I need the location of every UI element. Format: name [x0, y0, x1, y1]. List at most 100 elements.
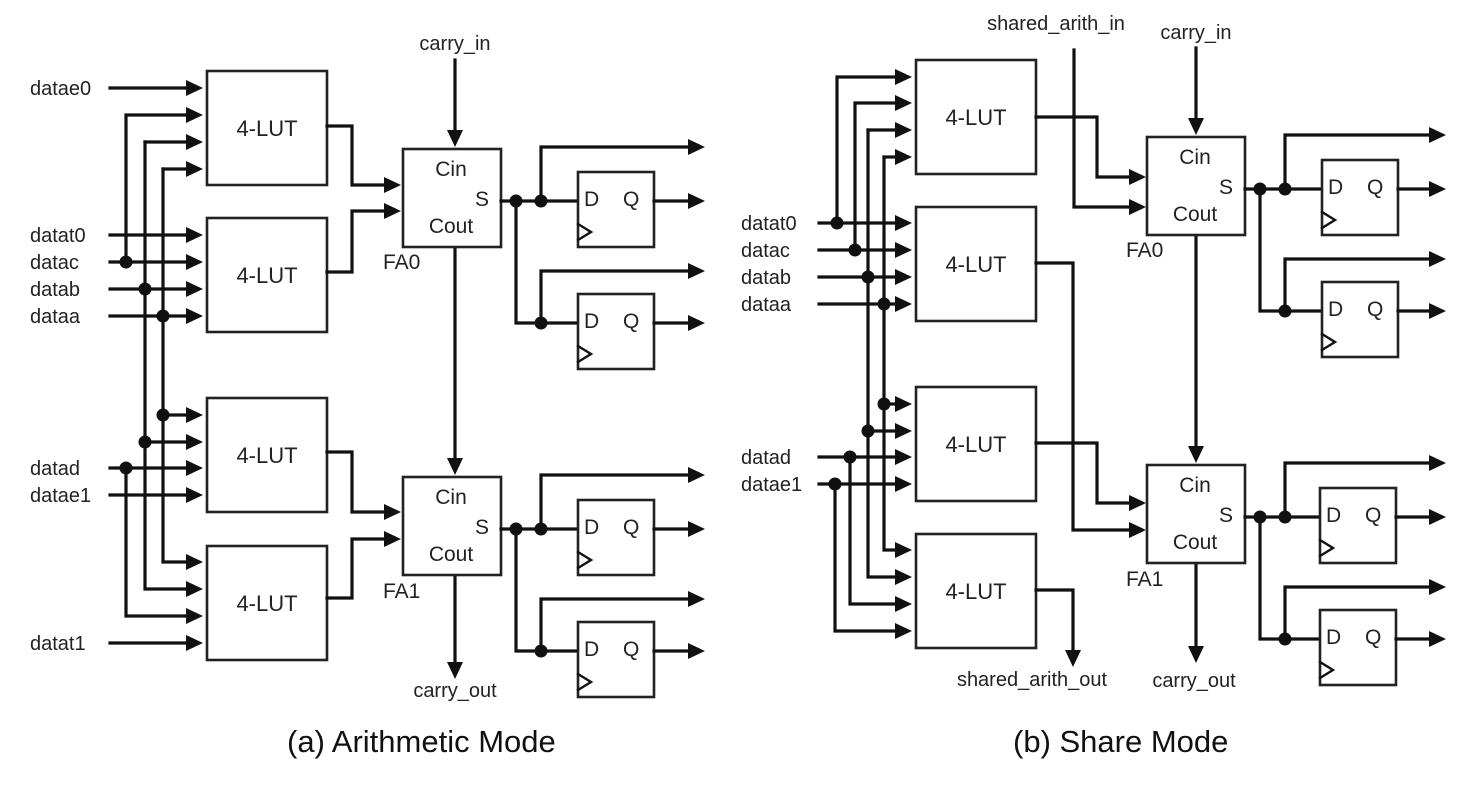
bus-dataa	[882, 155, 898, 552]
lut-output-wire	[1034, 441, 1132, 505]
arrow-right-icon	[895, 122, 912, 138]
arrow-down-icon	[1065, 650, 1081, 667]
output-arrow-icon	[688, 591, 705, 607]
lut-label: 4-LUT	[236, 263, 297, 288]
arrow-right-icon	[186, 635, 203, 651]
sum-bypass-wire	[1283, 461, 1432, 519]
output-arrow-icon	[1429, 631, 1446, 647]
arrow-down-icon	[447, 130, 463, 147]
flip-flop-box	[576, 170, 656, 249]
sum-branch-wire	[514, 199, 580, 325]
output-arrow-icon	[688, 467, 705, 483]
port-q-label: Q	[623, 638, 639, 661]
output-arrow-icon	[688, 315, 705, 331]
lut-4-box	[205, 69, 329, 187]
shared-arith-out-label: shared_arith_out	[957, 669, 1108, 691]
bus-datae1	[833, 482, 898, 633]
arrow-right-icon	[1129, 495, 1146, 511]
arrow-right-icon	[384, 203, 401, 219]
arrow-right-icon	[1129, 199, 1146, 215]
arrow-right-icon	[186, 487, 203, 503]
lut-4-box	[205, 216, 329, 334]
port-q-label: Q	[1367, 298, 1383, 321]
lut-4-box	[205, 544, 329, 662]
input-label-datat1: datat1	[30, 633, 86, 655]
input-label-datad: datad	[741, 447, 791, 469]
full-adder-box	[1145, 135, 1247, 237]
clock-triangle-icon	[1318, 660, 1336, 680]
flip-flop-box	[576, 292, 656, 371]
output-arrow-icon	[1429, 579, 1446, 595]
bus-datat0	[835, 75, 898, 225]
arrow-right-icon	[384, 531, 401, 547]
arrow-down-icon	[447, 458, 463, 475]
lut-label: 4-LUT	[236, 116, 297, 141]
input-label-datac: datac	[30, 252, 79, 274]
flip-flop-box	[1320, 158, 1400, 237]
port-sum-label: S	[1219, 504, 1233, 527]
lut-4-box	[205, 396, 329, 514]
arrow-right-icon	[1129, 169, 1146, 185]
full-adder-box	[401, 475, 503, 577]
output-arrow-icon	[688, 193, 705, 209]
sum-branch-wire	[1258, 187, 1324, 313]
shared-arith-in-label: shared_arith_in	[987, 13, 1125, 35]
carry-out-label: carry_out	[413, 680, 497, 702]
sum-bypass-wire	[539, 145, 691, 203]
output-arrow-icon	[688, 521, 705, 537]
arrow-right-icon	[895, 69, 912, 85]
adder-name-label: FA1	[1126, 568, 1163, 591]
arrow-down-icon	[1188, 118, 1204, 135]
input-label-datae1: datae1	[741, 474, 802, 496]
full-adder-box	[1145, 463, 1247, 565]
port-q-label: Q	[623, 310, 639, 333]
port-sum-label: S	[1219, 176, 1233, 199]
arrow-right-icon	[186, 581, 203, 597]
port-cin-label: Cin	[1179, 146, 1211, 169]
input-label-datat0: datat0	[741, 213, 797, 235]
arrow-right-icon	[895, 569, 912, 585]
port-cout-label: Cout	[1173, 203, 1218, 226]
bus-datac	[853, 101, 898, 252]
arrow-right-icon	[186, 460, 203, 476]
arrow-right-icon	[895, 423, 912, 439]
arrow-right-icon	[186, 227, 203, 243]
port-d-label: D	[584, 516, 599, 539]
clock-triangle-icon	[1318, 538, 1336, 558]
arrow-right-icon	[895, 95, 912, 111]
flip-flop-box	[576, 620, 656, 699]
lut-output-wire	[1034, 115, 1132, 179]
lut-label: 4-LUT	[236, 591, 297, 616]
lut-label: 4-LUT	[945, 579, 1006, 604]
input-label-datat0: datat0	[30, 225, 86, 247]
port-q-label: Q	[1365, 626, 1381, 649]
sum-branch-wire	[1258, 515, 1322, 641]
output-arrow-icon	[688, 643, 705, 659]
sum-bypass-wire	[1283, 133, 1432, 191]
carry-out-label: carry_out	[1152, 670, 1236, 692]
port-d-label: D	[584, 310, 599, 333]
lut-label: 4-LUT	[945, 432, 1006, 457]
lut-output-wire	[325, 209, 387, 274]
arrow-right-icon	[186, 281, 203, 297]
input-label-datae1: datae1	[30, 485, 91, 507]
arrow-right-icon	[895, 623, 912, 639]
clock-triangle-icon	[576, 344, 594, 364]
adder-name-label: FA1	[383, 580, 420, 603]
lut-4-box	[914, 205, 1038, 323]
flip-flop-box	[1318, 608, 1398, 687]
sum-bypass-wire	[539, 269, 691, 325]
carry-in-label: carry_in	[419, 33, 490, 55]
port-cin-label: Cin	[435, 486, 467, 509]
lut-label: 4-LUT	[945, 252, 1006, 277]
arrow-right-icon	[895, 269, 912, 285]
lut-label: 4-LUT	[945, 105, 1006, 130]
clock-triangle-icon	[576, 222, 594, 242]
port-sum-label: S	[475, 188, 489, 211]
arrow-right-icon	[384, 504, 401, 520]
port-q-label: Q	[1365, 504, 1381, 527]
adder-name-label: FA0	[1126, 239, 1163, 262]
arrow-right-icon	[384, 177, 401, 193]
bus-dataa	[161, 167, 189, 564]
flip-flop-box	[1320, 280, 1400, 359]
